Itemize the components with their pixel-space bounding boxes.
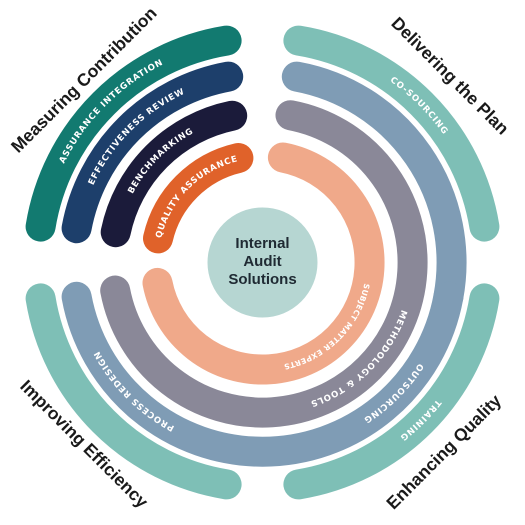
arc-slate-bottom xyxy=(61,281,464,467)
arc-effectiveness-review xyxy=(61,61,244,244)
arc-methodology-tools xyxy=(100,100,428,428)
arc-improving-efficiency xyxy=(25,283,242,500)
arc-subject-matter-experts xyxy=(142,142,385,385)
center-circle xyxy=(207,207,318,318)
arc-benchmarking xyxy=(100,100,248,248)
arc-quality-assurance xyxy=(143,143,254,254)
arc-measuring-contribution xyxy=(25,25,242,242)
arc-delivering-the-plan xyxy=(283,25,500,242)
arc-slate-right xyxy=(281,61,467,312)
center-line-1: Internal xyxy=(235,235,289,252)
arc-enhancing-quality xyxy=(283,283,500,500)
center-line-3: Solutions xyxy=(228,271,296,288)
center-line-2: Audit xyxy=(243,253,281,270)
